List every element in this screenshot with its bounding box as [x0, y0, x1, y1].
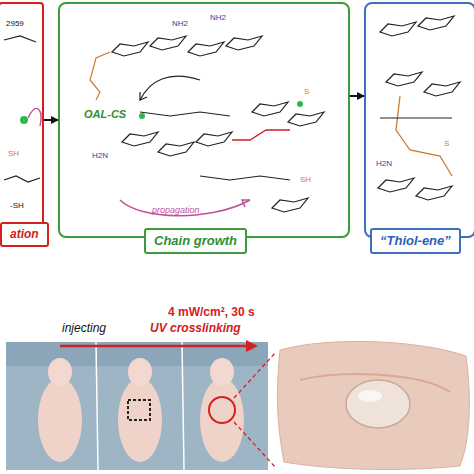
annotation-label: NH2: [172, 20, 188, 29]
panel-text: 2959: [6, 20, 24, 29]
panel-tab: Chain growth: [144, 228, 247, 254]
panel-text: OAL-CS: [84, 108, 126, 120]
panel-tab: ation: [0, 222, 49, 247]
annotation-label: UV crosslinking: [150, 322, 241, 335]
initiator-sketch: [4, 36, 41, 182]
annotation-label: SH: [300, 176, 311, 185]
chitosan-chain: [90, 36, 324, 216]
tissue-photo: [234, 341, 469, 469]
annotation-label: S: [304, 88, 309, 97]
annotation-label: SH: [8, 150, 19, 159]
flow-arrow: [44, 119, 58, 121]
mouse-photos: [6, 342, 268, 470]
flow-arrow: [350, 95, 364, 97]
network-sketch: [378, 16, 460, 200]
annotation-label: injecting: [62, 322, 106, 335]
annotation-label: 4 mW/cm², 30 s: [168, 306, 255, 319]
annotation-label: H2N: [92, 152, 108, 161]
annotation-label: NH2: [210, 14, 226, 23]
annotation-label: H2N: [376, 160, 392, 169]
panel: 2959-SHation: [0, 2, 44, 234]
annotation-label: S: [444, 140, 449, 149]
panel-tab: “Thiol-ene”: [370, 228, 461, 254]
process-arrow: [60, 340, 258, 352]
panel-text: propagation: [152, 206, 200, 216]
panel-text: -SH: [10, 202, 24, 211]
panel: OAL-CSpropagationChain growth: [58, 2, 350, 238]
panel: “Thiol-ene”: [364, 2, 474, 238]
